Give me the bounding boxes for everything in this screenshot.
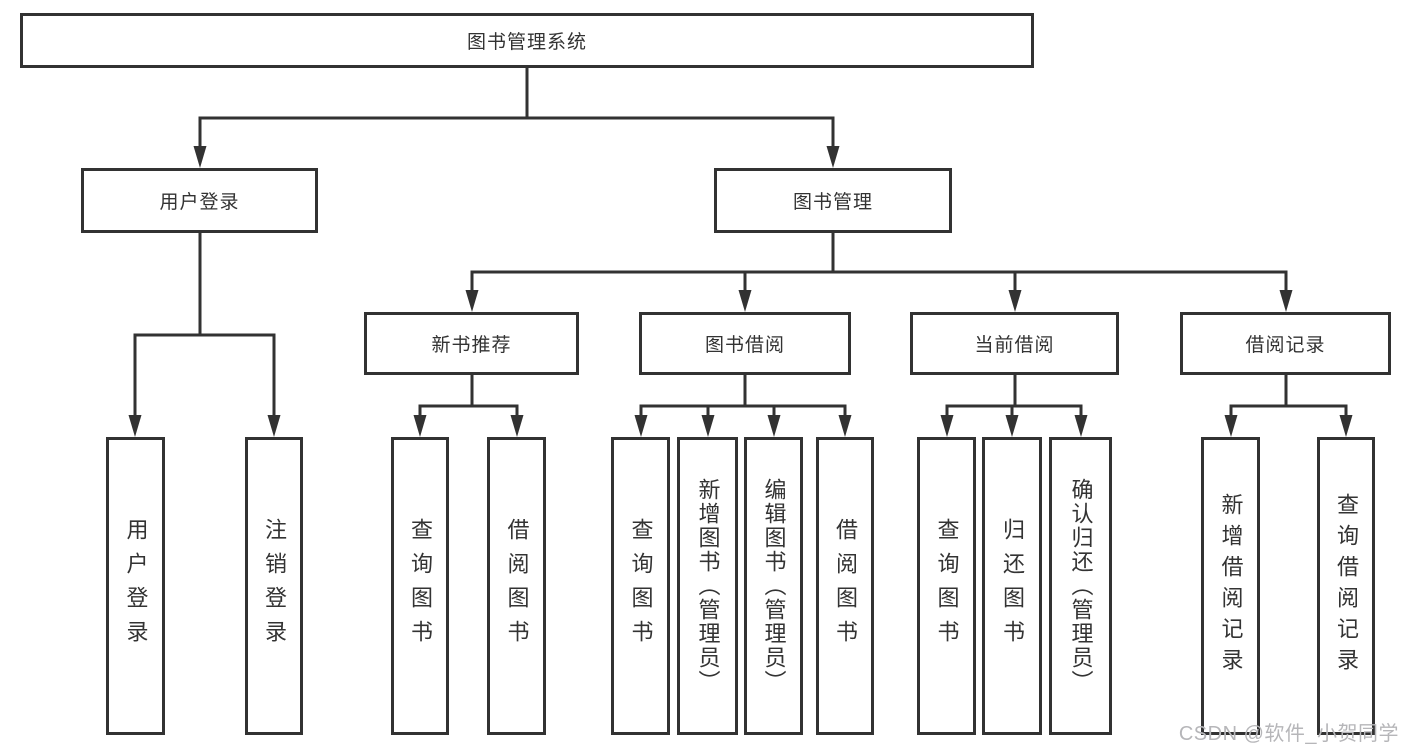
node-label-borrow-book-2: 借阅图书	[833, 518, 858, 654]
arrowhead-3-1	[510, 415, 524, 437]
node-confirm-return-admin: 确认归还（管理员）	[1049, 437, 1112, 735]
node-label-return-book: 归还图书	[1000, 518, 1025, 654]
node-label-book-manage: 图书管理	[792, 192, 873, 213]
node-label-query-book-3: 查询图书	[934, 518, 960, 654]
node-return-book: 归还图书	[982, 437, 1042, 735]
connector-4	[639, 375, 847, 418]
node-label-current-borrow: 当前借阅	[974, 335, 1055, 356]
arrowhead-6-1	[1339, 415, 1353, 437]
node-label-borrow-record: 借阅记录	[1245, 335, 1326, 356]
node-label-add-borrow-record: 新增借阅记录	[1218, 493, 1244, 679]
arrowhead-2-0	[465, 290, 479, 312]
node-query-borrow-record: 查询借阅记录	[1317, 437, 1375, 735]
node-label-query-book-1: 查询图书	[408, 518, 433, 654]
arrowhead-4-3	[838, 415, 852, 437]
arrowhead-4-2	[767, 415, 781, 437]
connector-1	[133, 233, 276, 418]
node-label-new-book-recommend: 新书推荐	[431, 335, 512, 356]
arrowhead-3-0	[413, 415, 427, 437]
node-borrow-book-2: 借阅图书	[816, 437, 874, 735]
arrowhead-1-0	[128, 415, 142, 437]
arrowhead-2-3	[1279, 290, 1293, 312]
connector-3	[418, 375, 519, 418]
node-label-logout: 注销登录	[262, 518, 287, 654]
node-borrow-record: 借阅记录	[1180, 312, 1391, 375]
arrowhead-0-0	[193, 146, 207, 168]
node-logout: 注销登录	[245, 437, 303, 735]
node-root: 图书管理系统	[20, 13, 1034, 68]
node-label-root: 图书管理系统	[466, 32, 587, 53]
node-book-borrow: 图书借阅	[639, 312, 851, 375]
arrowhead-2-1	[738, 290, 752, 312]
arrowhead-5-0	[940, 415, 954, 437]
node-query-book-3: 查询图书	[917, 437, 976, 735]
node-label-user-login: 用户登录	[123, 518, 149, 654]
node-borrow-book-1: 借阅图书	[487, 437, 546, 735]
arrowhead-4-1	[701, 415, 715, 437]
connector-2	[470, 233, 1288, 293]
node-book-manage: 图书管理	[714, 168, 952, 233]
node-label-query-book-2: 查询图书	[628, 518, 654, 654]
node-label-query-borrow-record: 查询借阅记录	[1334, 493, 1359, 679]
connector-6	[1229, 375, 1348, 418]
node-label-user-login-group: 用户登录	[159, 192, 240, 213]
arrowhead-2-2	[1008, 290, 1022, 312]
node-query-book-2: 查询图书	[611, 437, 670, 735]
node-add-borrow-record: 新增借阅记录	[1201, 437, 1260, 735]
node-label-confirm-return-admin: 确认归还（管理员）	[1068, 478, 1094, 694]
node-add-book-admin: 新增图书（管理员）	[677, 437, 738, 735]
node-label-book-borrow: 图书借阅	[704, 335, 785, 356]
node-user-login-group: 用户登录	[81, 168, 318, 233]
node-query-book-1: 查询图书	[391, 437, 449, 735]
arrowhead-1-1	[267, 415, 281, 437]
arrowhead-0-1	[826, 146, 840, 168]
connector-0	[198, 68, 835, 149]
arrowhead-5-2	[1074, 415, 1088, 437]
node-edit-book-admin: 编辑图书（管理员）	[744, 437, 803, 735]
arrowhead-4-0	[634, 415, 648, 437]
node-current-borrow: 当前借阅	[910, 312, 1119, 375]
connector-5	[945, 375, 1083, 418]
arrowhead-6-0	[1224, 415, 1238, 437]
node-label-borrow-book-1: 借阅图书	[504, 518, 530, 654]
node-user-login: 用户登录	[106, 437, 165, 735]
watermark-text: CSDN @软件_小贺同学	[1178, 723, 1399, 745]
node-label-add-book-admin: 新增图书（管理员）	[695, 478, 721, 694]
arrowhead-5-1	[1005, 415, 1019, 437]
node-label-edit-book-admin: 编辑图书（管理员）	[761, 478, 787, 694]
node-new-book-recommend: 新书推荐	[364, 312, 579, 375]
